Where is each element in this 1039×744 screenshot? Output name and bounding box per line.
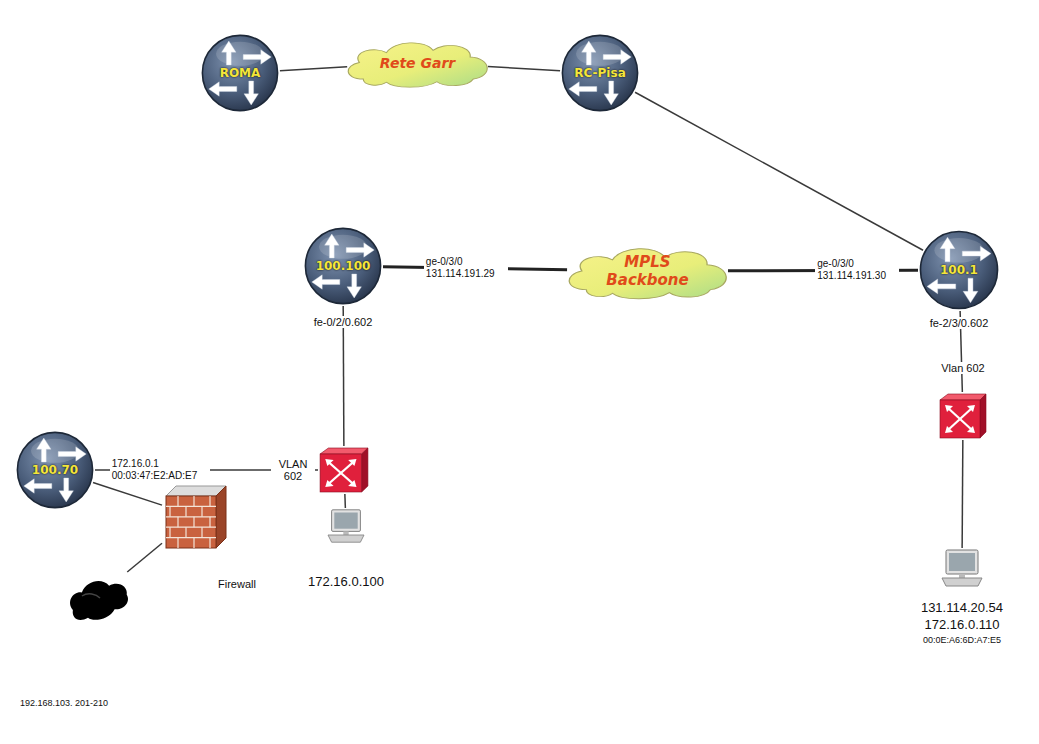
intruder-node: 192.168.103. 201-210 <box>62 572 132 622</box>
link-line <box>280 67 347 71</box>
node-caption: 00:0E:A6:6D:A7:E5 <box>923 635 1001 645</box>
node-caption: 172.16.0.110 <box>925 617 1000 632</box>
router-node: 100.100fe-0/2/0.602 <box>303 226 383 306</box>
link-line <box>488 67 560 71</box>
router-node: 100.1fe-2/3/0.602 <box>918 229 1000 311</box>
computer-icon <box>326 508 366 544</box>
intruder-icon <box>62 572 132 622</box>
interface-label: ge-0/3/0 131.114.191.30 <box>815 257 899 283</box>
host-node: 131.114.20.54172.16.0.11000:0E:A6:6D:A7:… <box>940 548 984 588</box>
link-line <box>635 92 923 250</box>
link-line <box>127 543 162 572</box>
switch-node: VLAN 602 <box>318 446 370 494</box>
switch-node: Vlan 602 <box>938 392 988 440</box>
router-node: ROMA <box>200 33 280 113</box>
router-node: RC-Pisa <box>560 33 640 113</box>
link-line <box>961 440 963 548</box>
node-name: 100.70 <box>32 463 78 477</box>
router-node: 100.70 <box>15 430 95 510</box>
interface-label: ge-0/3/0 131.114.191.29 <box>424 255 508 281</box>
network-cloud: Rete Garr <box>340 35 495 90</box>
node-caption: 172.16.0.100 <box>308 574 384 589</box>
network-cloud: MPLS Backbone <box>560 240 735 302</box>
switch-icon <box>318 446 370 494</box>
node-caption: VLAN 602 <box>271 458 315 482</box>
node-name: ROMA <box>220 66 261 80</box>
node-name: 100.1 <box>940 263 978 277</box>
node-name: RC-Pisa <box>574 66 625 80</box>
link-line <box>344 494 346 508</box>
link-line <box>93 482 162 505</box>
computer-icon <box>940 548 984 588</box>
node-name: MPLS Backbone <box>598 253 698 289</box>
firewall-node: Firewall <box>162 482 228 550</box>
node-caption: fe-0/2/0.602 <box>312 316 375 328</box>
firewall-icon <box>162 482 228 550</box>
node-caption: Firewall <box>218 578 256 590</box>
interface-label: 172.16.0.1 00:03:47:E2:AD:E7 <box>110 457 210 483</box>
node-caption: 131.114.20.54 <box>921 600 1003 615</box>
node-name: Rete Garr <box>380 55 455 71</box>
node-caption: Vlan 602 <box>939 362 986 374</box>
node-caption: 192.168.103. 201-210 <box>20 698 108 708</box>
node-name: 100.100 <box>316 259 371 273</box>
switch-icon <box>938 392 988 440</box>
host-node: 172.16.0.100 <box>326 508 366 544</box>
node-caption: fe-2/3/0.602 <box>928 317 991 329</box>
